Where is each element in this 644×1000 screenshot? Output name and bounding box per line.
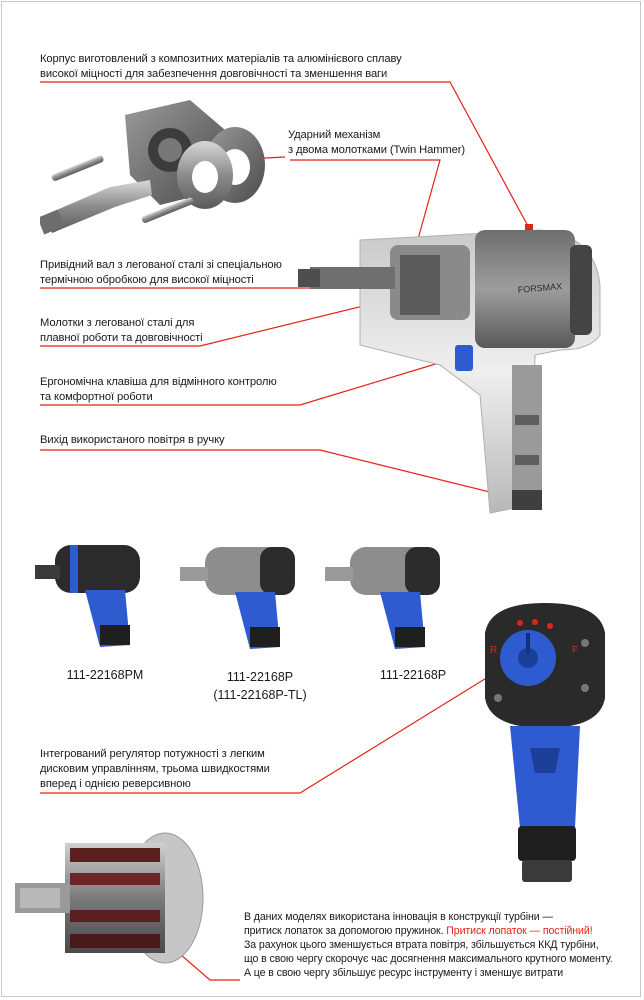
model-code-3-text: 111-22168P [379, 668, 447, 682]
marker-housing [525, 224, 533, 232]
leader-line-exhaust [40, 449, 523, 501]
callout-trigger-line2: та комфортної роботи [40, 391, 153, 403]
callout-turbine-line3: За рахунок цього зменшується втрата пові… [244, 939, 599, 951]
model-code-2-text: 111-22168P [226, 670, 294, 684]
model-code-3: 111-22168P [358, 668, 468, 682]
dial-label-forward: F [572, 645, 578, 656]
model-code-2: 111-22168P (111-22168P-TL) [205, 668, 315, 704]
callout-regulator: Інтегрований регулятор потужності з легк… [40, 747, 270, 792]
callout-turbine-highlight: Притиск лопаток — постійний! [446, 925, 593, 937]
callout-housing-line2: високої міцності для забезпечення довгов… [40, 68, 388, 80]
callout-turbine-line1: В даних моделях використана інновація в … [244, 911, 553, 923]
callout-trigger: Ергономічна клавіша для відмінного контр… [40, 375, 277, 405]
callout-hammers-line2: плавної роботи та довговічності [40, 332, 203, 344]
callout-housing: Корпус виготовлений з композитних матері… [40, 52, 402, 82]
callout-turbine: В даних моделях використана інновація в … [244, 910, 613, 980]
model-pm-image [35, 545, 140, 647]
leader-line-hammer-inner [290, 159, 441, 251]
callout-turbine-line2-text: притиск лопаток за допомогою пружинок. [244, 925, 444, 937]
callout-shaft: Привідний вал з легованої сталі зі спеці… [40, 258, 282, 288]
leader-line-hammers [40, 295, 405, 347]
callout-exhaust-line1: Вихід використаного повітря в ручку [40, 434, 225, 446]
turbine-rotor-image [15, 832, 204, 964]
impact-wrench-cutaway-image: FORSMAX [298, 229, 601, 514]
leader-line-regulator [40, 652, 528, 794]
power-regulator-rear-view-image: R F [485, 603, 605, 882]
callout-turbine-line4: що в свою чергу скорочує час досягнення … [244, 953, 613, 965]
callout-hammers-line1: Молотки з легованої сталі для [40, 317, 195, 329]
model-code-1-text: 111-22168PM [66, 668, 144, 682]
callout-hammer: Ударний механізм з двома молотками (Twin… [288, 128, 465, 158]
callout-turbine-line5: А це в свою чергу збільшує ресурс інстру… [244, 967, 564, 979]
callout-hammer-line1: Ударний механізм [288, 129, 381, 141]
callout-turbine-line2: притиск лопаток за допомогою пружинок. П… [244, 924, 613, 938]
model-code-1: 111-22168PM [50, 668, 160, 682]
leader-line-trigger [40, 355, 463, 406]
leader-line-housing [40, 81, 530, 229]
callout-exhaust: Вихід використаного повітря в ручку [40, 433, 225, 448]
twin-hammer-mechanism-image [40, 100, 265, 235]
brand-logo-text: FORSMAX [517, 281, 562, 295]
callout-hammers: Молотки з легованої сталі для плавної ро… [40, 316, 203, 346]
model-p-tl-image [180, 547, 295, 649]
callout-shaft-line1: Привідний вал з легованої сталі зі спеці… [40, 259, 282, 271]
callout-housing-line1: Корпус виготовлений з композитних матері… [40, 53, 402, 65]
model-code-2-alt: (111-22168P-TL) [213, 688, 307, 702]
callout-regulator-line2: дисковим управлінням, трьома швидкостями [40, 763, 270, 775]
callout-shaft-line2: термічною обробкою для високої міцності [40, 274, 254, 286]
model-p-image [325, 547, 440, 649]
callout-trigger-line1: Ергономічна клавіша для відмінного контр… [40, 376, 277, 388]
callout-regulator-line1: Інтегрований регулятор потужності з легк… [40, 748, 265, 760]
callout-hammer-line2: з двома молотками (Twin Hammer) [288, 144, 466, 156]
callout-regulator-line3: вперед і однією реверсивною [40, 778, 191, 790]
dial-label-reverse: R [490, 645, 497, 656]
